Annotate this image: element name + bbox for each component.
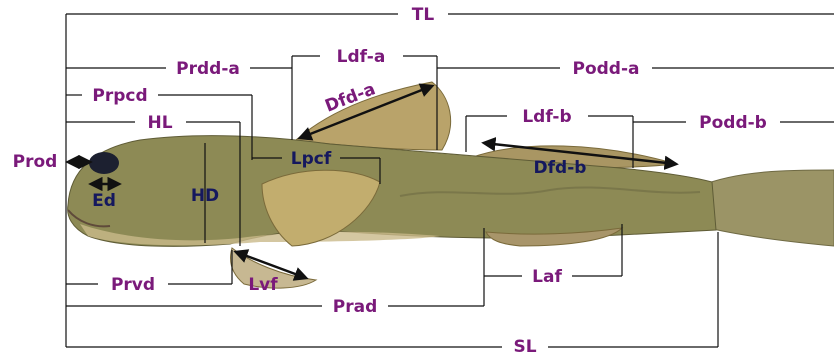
caudal-fin (700, 170, 834, 246)
label-prvd: Prvd (111, 275, 155, 295)
label-tl: TL (412, 5, 435, 25)
label-ed: Ed (92, 191, 116, 211)
label-laf: Laf (532, 267, 562, 287)
label-sl: SL (513, 337, 536, 354)
label-prad: Prad (333, 297, 377, 317)
label-prpcd: Prpcd (92, 86, 147, 106)
label-hd: HD (191, 186, 219, 206)
label-lvf: Lvf (248, 275, 278, 295)
label-ldf-b: Ldf-b (522, 107, 571, 127)
label-lpcf: Lpcf (291, 149, 332, 169)
label-prod: Prod (13, 152, 58, 172)
fish-eye (89, 152, 119, 174)
label-dfd-b: Dfd-b (534, 158, 587, 178)
label-podd-a: Podd-a (572, 59, 639, 79)
label-ldf-a: Ldf-a (337, 47, 386, 67)
label-hl: HL (147, 113, 172, 133)
label-podd-b: Podd-b (699, 113, 767, 133)
label-prdd-a: Prdd-a (176, 59, 240, 79)
